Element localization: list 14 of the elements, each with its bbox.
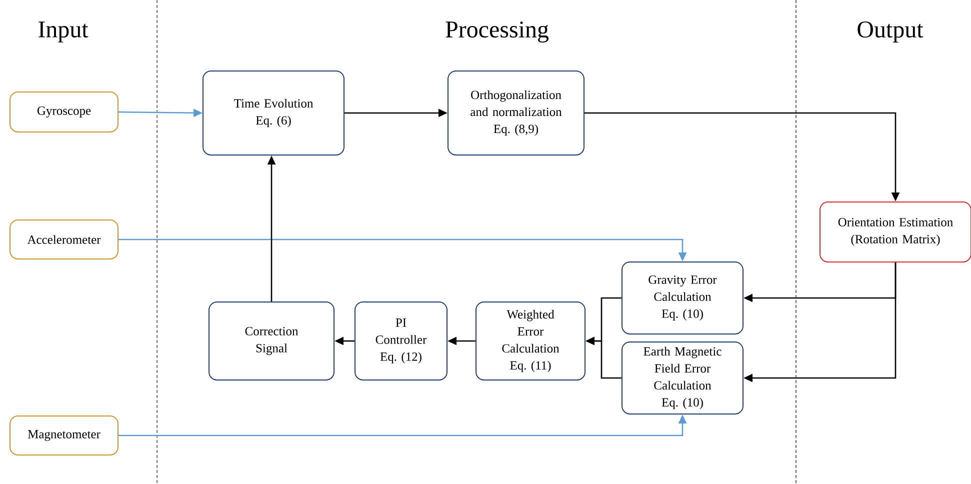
- process-box: Earth Magnetic Field Error Calculation Eq. (10): [622, 341, 744, 414]
- process-box: Correction Signal: [208, 301, 334, 380]
- process-box: Orthogonalization and normalization Eq. (8,9): [448, 70, 584, 156]
- process-box: Gravity Error Calculation Eq. (10): [622, 261, 744, 334]
- column-heading: Input: [38, 22, 88, 42]
- process-box: Time Evolution Eq. (6): [202, 70, 344, 156]
- column-heading: Processing: [446, 21, 549, 43]
- sensor-box: Magnetometer: [10, 415, 119, 456]
- process-box: Weighted Error Calculation Eq. (11): [476, 301, 586, 380]
- process-box: PI Controller Eq. (12): [354, 301, 448, 380]
- sensor-box: Gyroscope: [10, 92, 119, 132]
- column-heading: Output: [858, 22, 924, 42]
- sensor-box: Accelerometer: [10, 219, 119, 260]
- output-box: Orientation Estimation (Rotation Matrix): [820, 201, 971, 262]
